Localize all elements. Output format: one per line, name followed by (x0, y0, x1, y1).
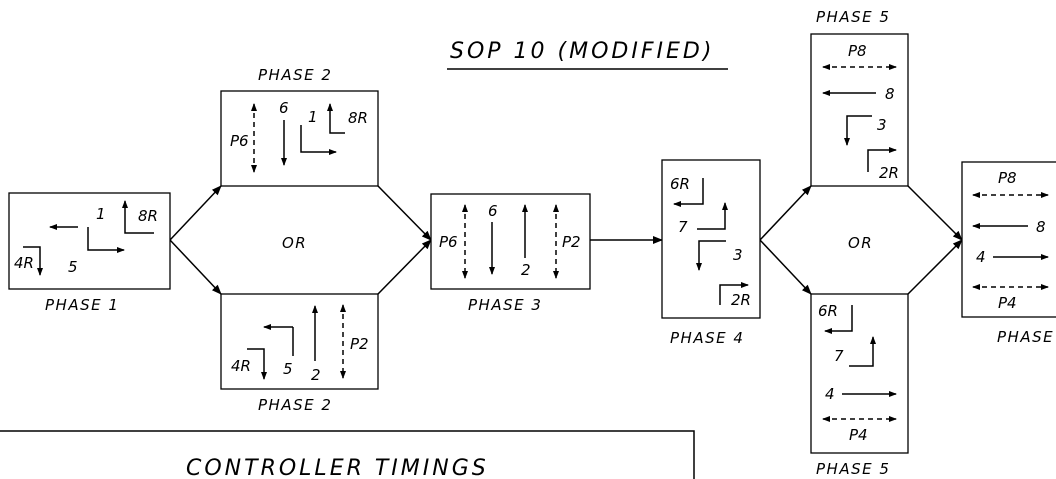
phase-6-box: P8 8 4 P4 (961, 161, 1056, 318)
move-label: 8R (348, 109, 368, 127)
phase-5-bottom-box: 6R 7 4 P4 (810, 293, 909, 454)
move-label: 6 (488, 202, 498, 220)
diagram-title: SOP 10 (MODIFIED) (447, 39, 728, 70)
move-label: 6R (818, 302, 838, 320)
phase-2-bottom-label: PHASE 2 (258, 396, 332, 414)
phase-3-box: P6 6 2 P2 (430, 193, 591, 290)
or-label-left: OR (282, 234, 307, 252)
move-label: P4 (849, 426, 868, 444)
move-label: 2R (731, 291, 751, 309)
move-label: 8R (138, 207, 158, 225)
phase-4-box: 6R 7 3 2R (661, 159, 761, 319)
move-label: P2 (562, 233, 581, 251)
move-label: 2R (879, 164, 899, 182)
or-label-right: OR (848, 234, 873, 252)
move-label: 5 (283, 360, 293, 378)
flow-connectors (169, 185, 963, 295)
move-label: P8 (998, 169, 1017, 187)
move-label: 7 (678, 218, 688, 236)
move-label: 3 (733, 246, 743, 264)
move-label: 4 (976, 248, 986, 266)
move-label: 8 (885, 85, 895, 103)
move-label: 1 (96, 205, 106, 223)
move-label: P2 (350, 335, 369, 353)
move-label: P6 (230, 132, 249, 150)
phase-2-top-box: P6 6 1 8R (220, 90, 379, 187)
move-label: 4R (231, 357, 251, 375)
svg-text:SOP 10 (MODIFIED): SOP 10 (MODIFIED) (450, 39, 714, 64)
phase-1-box: 1 8R 4R 5 (8, 192, 171, 290)
move-label: 7 (834, 347, 844, 365)
phase-1-label: PHASE 1 (45, 296, 119, 314)
move-label: P8 (848, 42, 867, 60)
phase-2-bottom-box: 4R 5 2 P2 (220, 293, 379, 390)
move-label: 2 (521, 261, 531, 279)
phase-4-label: PHASE 4 (670, 329, 744, 347)
phase-6-label: PHASE 6 (997, 328, 1056, 346)
controller-timings-title: CONTROLLER TIMINGS (186, 456, 489, 479)
move-label: 3 (877, 116, 887, 134)
phase-5-top-box: P8 8 3 2R (810, 33, 909, 187)
move-label: 4R (14, 254, 34, 272)
phase-5-bottom-label: PHASE 5 (816, 460, 890, 478)
move-label: 2 (311, 366, 321, 384)
move-label: 4 (825, 385, 835, 403)
move-label: P4 (998, 294, 1017, 312)
move-label: 1 (308, 108, 318, 126)
phase-3-label: PHASE 3 (468, 296, 542, 314)
move-label: P6 (439, 233, 458, 251)
controller-timings-table: CONTROLLER TIMINGS (0, 430, 695, 479)
phase-5-top-label: PHASE 5 (816, 8, 890, 26)
move-label: 6R (670, 175, 690, 193)
phase-2-top-label: PHASE 2 (258, 66, 332, 84)
move-label: 6 (279, 99, 289, 117)
move-label: 8 (1036, 218, 1046, 236)
move-label: 5 (68, 258, 78, 276)
